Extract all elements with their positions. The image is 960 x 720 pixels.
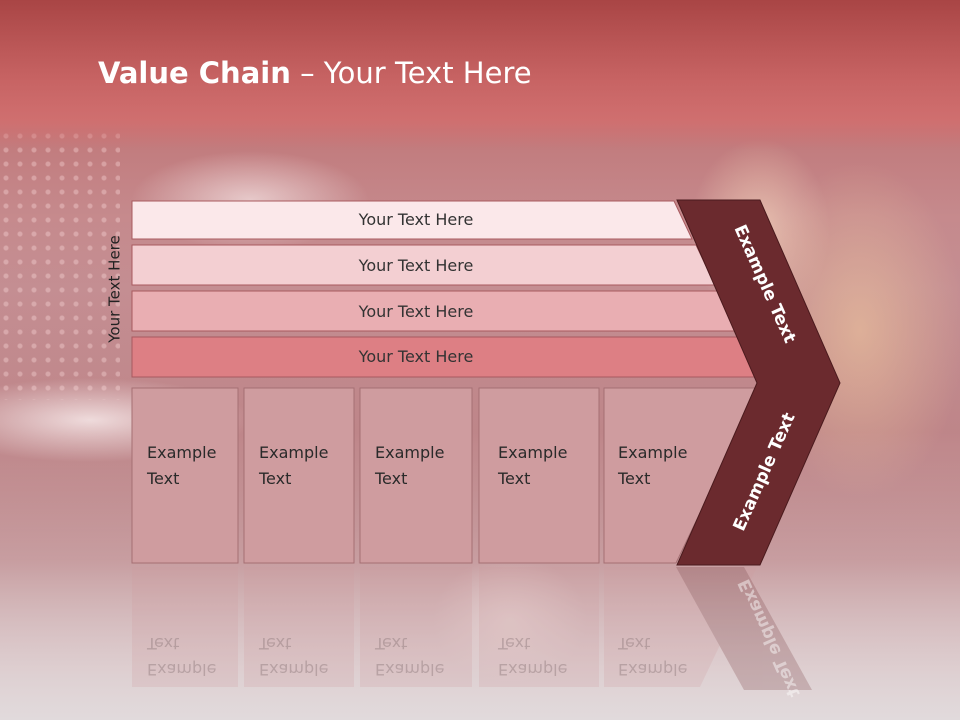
box-label-2-line1: Example: [259, 443, 329, 462]
box-label-reflection-1-line1: Example: [147, 660, 217, 679]
box-label-reflection-3-line1: Example: [375, 660, 445, 679]
box-label-reflection-1-line2: Text: [147, 634, 180, 653]
box-1[interactable]: [131, 387, 239, 564]
box-label-5-line1: Example: [618, 443, 688, 462]
box-label-1-line2: Text: [147, 469, 180, 488]
chevron-reflection: [676, 567, 812, 690]
box-label-reflection-4-line2: Text: [498, 634, 531, 653]
box-5[interactable]: [603, 387, 761, 564]
side-label-text: Your Text Here: [106, 235, 124, 343]
box-label-5-line2: Text: [618, 469, 651, 488]
box-3[interactable]: [359, 387, 473, 564]
box-label-3-line1: Example: [375, 443, 445, 462]
box-2[interactable]: [243, 387, 355, 564]
box-label-3: Example Text: [375, 440, 475, 492]
box-reflection-1: [132, 567, 238, 687]
slide-title[interactable]: Value Chain – Your Text Here: [98, 56, 532, 90]
box-label-4-line2: Text: [498, 469, 531, 488]
box-label-4: Example Text: [498, 440, 598, 492]
row-label-4: Your Text Here: [358, 346, 474, 366]
chevron-arrow[interactable]: [676, 199, 841, 566]
row-label-1: Your Text Here: [358, 209, 474, 229]
row-label-3: Your Text Here: [358, 301, 474, 321]
box-label-reflection-4: Example Text: [498, 630, 598, 682]
box-label-reflection-3-line2: Text: [375, 634, 408, 653]
box-label-5: Example Text: [618, 440, 718, 492]
box-label-reflection-5-line1: Example: [618, 660, 688, 679]
box-label-reflection-1: Example Text: [147, 630, 247, 682]
boxes-reflection: [132, 567, 812, 690]
box-reflection-5: [604, 567, 757, 687]
box-label-2: Example Text: [259, 440, 359, 492]
box-label-4-line1: Example: [498, 443, 568, 462]
box-label-reflection-2-line2: Text: [259, 634, 292, 653]
box-label-reflection-4-line1: Example: [498, 660, 568, 679]
box-label-3-line2: Text: [375, 469, 408, 488]
row-bar-1[interactable]: [131, 200, 693, 240]
box-label-reflection-2-line1: Example: [259, 660, 329, 679]
box-label-reflection-3: Example Text: [375, 630, 475, 682]
box-label-1-line1: Example: [147, 443, 217, 462]
box-reflection-3: [360, 567, 472, 687]
box-label-reflection-5: Example Text: [618, 630, 718, 682]
box-label-reflection-2: Example Text: [259, 630, 359, 682]
box-label-2-line2: Text: [259, 469, 292, 488]
box-4[interactable]: [478, 387, 600, 564]
box-reflection-2: [244, 567, 354, 687]
box-label-1: Example Text: [147, 440, 247, 492]
row-label-2: Your Text Here: [358, 255, 474, 275]
title-rest-part: – Your Text Here: [290, 56, 532, 90]
box-label-reflection-5-line2: Text: [618, 634, 651, 653]
box-reflection-4: [479, 567, 599, 687]
title-bold-part: Value Chain: [98, 56, 291, 90]
side-label: Your Text Here: [100, 200, 130, 378]
